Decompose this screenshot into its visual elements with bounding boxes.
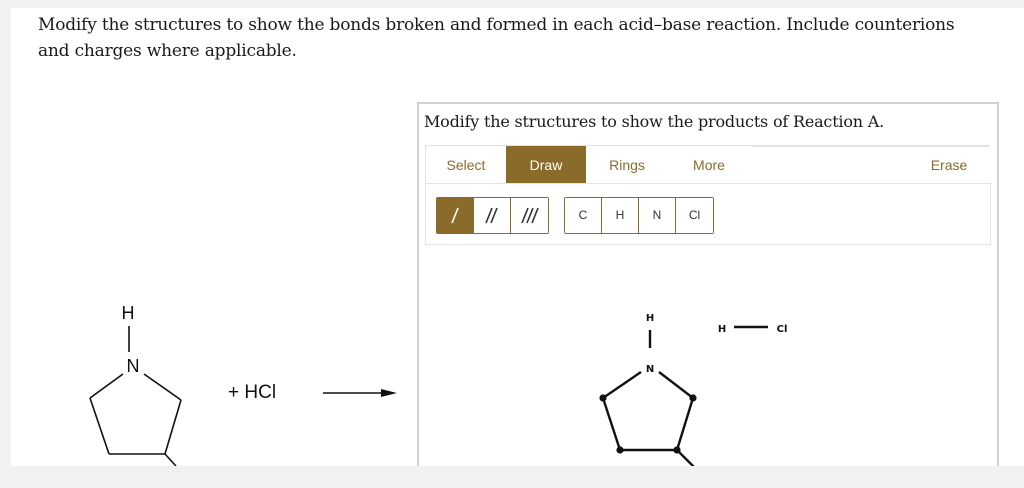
canvas-atom-node[interactable] [689,394,697,402]
left-ring-bond [164,399,182,455]
atom-h-button[interactable]: H [602,198,639,233]
editor-tab-bar: Select Draw Rings More Erase [425,145,990,183]
canvas-hcl-cl[interactable]: Cl [777,324,788,335]
triple-bond-icon[interactable] [511,198,548,233]
left-ring [89,373,182,466]
single-bond-glyph [451,207,459,224]
canvas-atom-node[interactable] [673,446,681,454]
left-ring-bond [143,373,182,401]
bond-tool-group [436,197,549,234]
canvas-hcl-h[interactable]: H [718,324,726,335]
tab-rings[interactable]: Rings [609,157,645,173]
tab-bar-divider [752,146,990,147]
canvas-atom-n[interactable]: N [646,364,654,375]
double-bond-icon[interactable] [474,198,511,233]
reaction-arrowhead [381,389,397,397]
canvas-atom-node[interactable] [599,394,607,402]
canvas-ring-atoms[interactable] [599,394,697,454]
left-atom-h: H [122,303,135,323]
canvas-atom-node[interactable] [616,446,624,454]
left-reaction-drawing: H N [89,303,397,466]
tab-draw[interactable]: Draw [506,146,586,183]
tab-more[interactable]: More [693,157,725,173]
canvas-ring-bond[interactable] [675,397,695,451]
drawing-canvas[interactable]: H N H Cl [419,104,997,466]
tab-select[interactable]: Select [446,157,486,173]
draw-tools-row: C H N Cl [425,183,991,245]
canvas-ring-bond[interactable] [602,371,642,399]
atom-n-button[interactable]: N [639,198,676,233]
atom-tool-group: C H N Cl [564,197,714,234]
canvas-ring-bond[interactable] [676,449,697,466]
atom-c-button[interactable]: C [565,198,602,233]
question-text: Modify the structures to show the bonds … [38,15,955,61]
question-page: Modify the structures to show the bonds … [11,8,1024,466]
drawing-editor-panel: Modify the structures to show the produc… [417,102,999,466]
reagent-hcl: + HCl [228,382,277,403]
left-ring-bond [89,373,124,399]
canvas-ring-bond[interactable] [601,397,622,451]
canvas-ring-bond[interactable] [658,371,694,399]
left-atom-n: N [127,356,140,376]
canvas-ring[interactable] [601,371,697,466]
erase-button[interactable]: Erase [930,157,968,173]
canvas-atom-h[interactable]: H [646,313,654,324]
atom-cl-button[interactable]: Cl [676,198,713,233]
triple-bond-glyph [520,207,539,224]
single-bond-icon[interactable] [437,198,474,233]
editor-title: Modify the structures to show the produc… [424,112,885,131]
left-ring-bond [164,453,177,466]
left-ring-bond [89,397,110,455]
double-bond-glyph [485,207,498,224]
